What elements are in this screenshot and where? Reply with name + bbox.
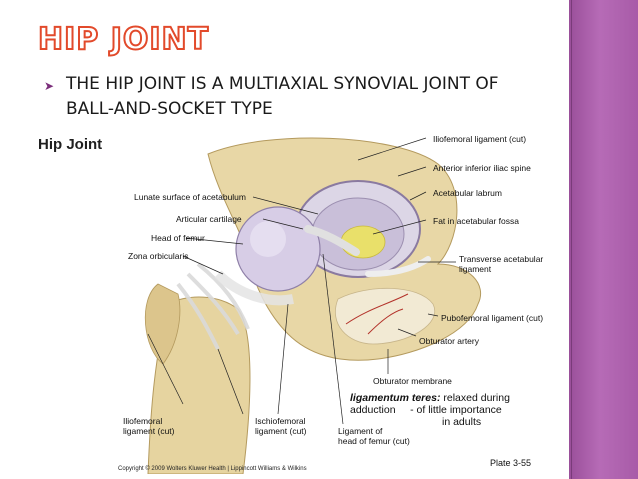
label-iliofemoral-bottom-2: ligament (cut) [123, 426, 175, 436]
plate-number: Plate 3-55 [490, 458, 532, 468]
label-obturator-membrane: Obturator membrane [373, 376, 452, 386]
hip-joint-illustration: Hip Joint Iliofemoral ligament (cut) Ant… [38, 134, 568, 474]
label-pubofemoral: Pubofemoral ligament (cut) [441, 313, 544, 323]
annotation-note: ligamentum teres: relaxed during adducti… [350, 392, 510, 428]
bullet-text: THE HIP JOINT IS A MULTIAXIAL SYNOVIAL J… [66, 74, 499, 119]
decorative-sidebar [569, 0, 638, 479]
note-line3: - of little importance [410, 404, 502, 416]
label-transverse-acetabular-1: Transverse acetabular [459, 254, 544, 264]
label-iliofemoral-bottom-1: Iliofemoral [123, 416, 163, 426]
label-head-of-femur: Head of femur [151, 233, 205, 243]
slide-title: HIP JOINT [37, 21, 210, 58]
label-ischiofemoral-2: ligament (cut) [255, 426, 307, 436]
note-line2: adduction [350, 404, 396, 416]
label-obturator-artery: Obturator artery [419, 336, 479, 346]
hip-anatomy-drawing [144, 137, 481, 474]
label-lunate-surface: Lunate surface of acetabulum [134, 192, 246, 202]
note-term: ligamentum teres: [350, 392, 441, 404]
note-line1: relaxed during [440, 392, 510, 404]
label-ligament-head-1: Ligament of [338, 426, 383, 436]
label-acetabular-labrum: Acetabular labrum [433, 188, 502, 198]
label-anterior-inferior-iliac-spine: Anterior inferior iliac spine [433, 163, 531, 173]
bullet-point: ➤ THE HIP JOINT IS A MULTIAXIAL SYNOVIAL… [44, 72, 524, 122]
label-ischiofemoral-1: Ischiofemoral [255, 416, 306, 426]
copyright-text: Copyright © 2009 Wolters Kluwer Health |… [118, 466, 307, 472]
note-line4: in adults [442, 416, 482, 428]
bullet-icon: ➤ [44, 79, 55, 93]
label-fat-acetabular-fossa: Fat in acetabular fossa [433, 216, 519, 226]
label-zona-orbicularis: Zona orbicularis [128, 251, 189, 261]
figure-heading: Hip Joint [38, 136, 103, 153]
label-iliofemoral-top: Iliofemoral ligament (cut) [433, 134, 527, 144]
label-articular-cartilage: Articular cartilage [176, 214, 242, 224]
label-transverse-acetabular-2: ligament [459, 264, 492, 274]
label-ligament-head-2: head of femur (cut) [338, 436, 410, 446]
